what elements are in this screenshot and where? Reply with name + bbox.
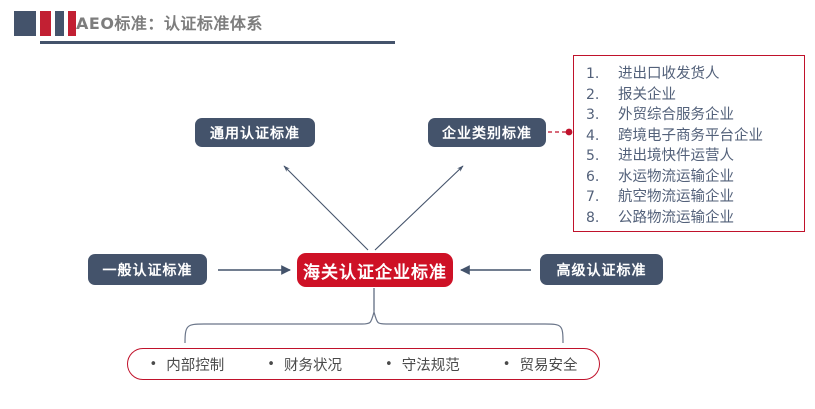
list-item[interactable]: 7. 航空物流运输企业	[574, 187, 804, 208]
arrow-core-to-general	[283, 165, 369, 251]
list-item-number: 5.	[586, 148, 600, 164]
list-item-label: 公路物流运输企业	[618, 209, 734, 226]
list-item-number: 4.	[586, 127, 600, 144]
list-item-label: 航空物流运输企业	[618, 189, 734, 205]
list-item-number: 3.	[586, 107, 600, 123]
criteria-item-internal-control[interactable]: • 内部控制	[150, 354, 225, 375]
node-advanced-cert[interactable]: 高级认证标准	[540, 254, 663, 285]
list-item-label: 水运物流运输企业	[618, 168, 734, 185]
node-core-customs-cert[interactable]: 海关认证企业标准	[297, 253, 453, 287]
list-item-label: 报关企业	[618, 86, 676, 103]
decor-bar-red-icon	[40, 11, 51, 36]
criteria-item-trade-security[interactable]: • 贸易安全	[503, 354, 578, 375]
node-category-cert[interactable]: 企业类别标准	[428, 118, 546, 147]
bullet-icon: •	[502, 356, 511, 372]
list-item[interactable]: 8. 公路物流运输企业	[574, 208, 804, 229]
curly-brace-icon	[184, 309, 564, 344]
arrow-core-to-category	[374, 165, 464, 251]
node-general-cert[interactable]: 通用认证标准	[195, 118, 315, 147]
list-item[interactable]: 2. 报关企业	[574, 85, 804, 106]
list-item[interactable]: 6. 水运物流运输企业	[574, 167, 804, 188]
enterprise-category-list-panel: 1. 进出口收发货人 2. 报关企业 3. 外贸综合服务企业 4. 跨境电子商务…	[573, 55, 805, 232]
node-basic-cert[interactable]: 一般认证标准	[88, 254, 207, 285]
criteria-item-label: 内部控制	[166, 357, 225, 374]
list-item-label: 外贸综合服务企业	[618, 107, 734, 123]
header-decor-bars	[14, 11, 76, 36]
decor-bar-red2-icon	[68, 11, 76, 36]
list-item-number: 1.	[586, 66, 600, 82]
page-title: AEO标准：认证标准体系	[76, 14, 263, 33]
decor-bar-navy-wide-icon	[14, 11, 36, 36]
decor-bar-navy-narrow-icon	[55, 11, 64, 36]
list-item-number: 8.	[586, 209, 600, 226]
bullet-icon: •	[149, 356, 158, 372]
list-item[interactable]: 4. 跨境电子商务平台企业	[574, 126, 804, 147]
criteria-item-label: 财务状况	[283, 357, 342, 374]
dashed-link-endpoint-dot-icon	[565, 128, 573, 136]
header-divider	[40, 41, 395, 44]
enterprise-category-list: 1. 进出口收发货人 2. 报关企业 3. 外贸综合服务企业 4. 跨境电子商务…	[574, 64, 804, 228]
list-item[interactable]: 3. 外贸综合服务企业	[574, 105, 804, 126]
bullet-icon: •	[385, 356, 393, 372]
criteria-item-label: 贸易安全	[519, 357, 578, 374]
list-item-label: 进出口收发货人	[618, 66, 720, 82]
criteria-item-financial-status[interactable]: • 财务状况	[267, 354, 342, 375]
criteria-item-label: 守法规范	[401, 357, 460, 374]
list-item-number: 2.	[586, 86, 600, 103]
list-item-number: 7.	[586, 189, 600, 205]
list-item[interactable]: 1. 进出口收发货人	[574, 64, 804, 85]
list-item-number: 6.	[586, 168, 600, 185]
list-item[interactable]: 5. 进出境快件运营人	[574, 146, 804, 167]
list-item-label: 跨境电子商务平台企业	[618, 127, 763, 144]
criteria-panel: • 内部控制 • 财务状况 • 守法规范 • 贸易安全	[127, 348, 600, 380]
bullet-icon: •	[267, 356, 275, 372]
criteria-item-legal-compliance[interactable]: • 守法规范	[385, 354, 460, 375]
list-item-label: 进出境快件运营人	[618, 148, 734, 164]
